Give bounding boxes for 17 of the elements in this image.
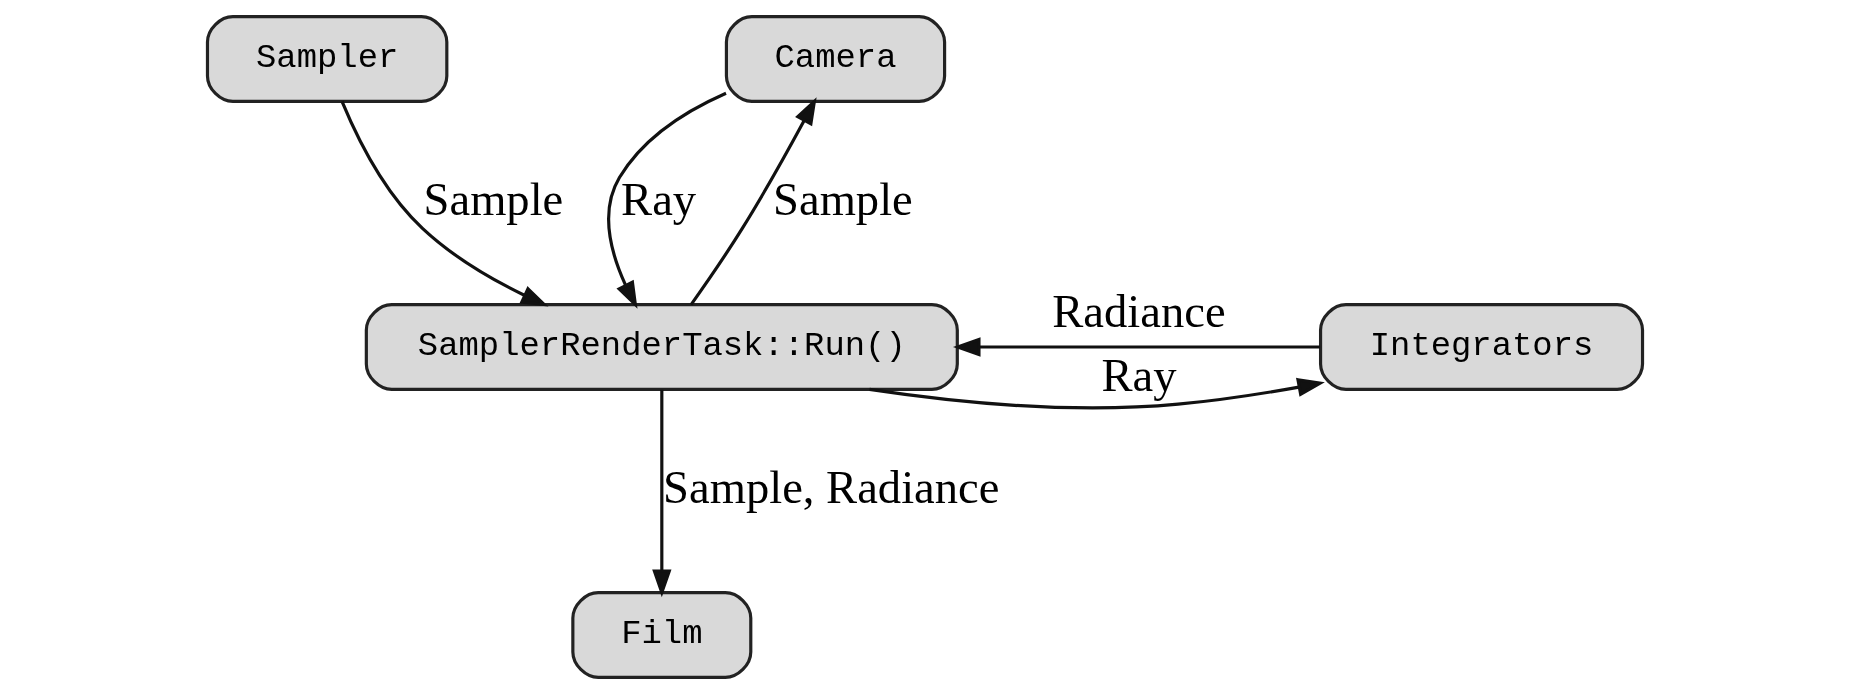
node-box: Camera (724, 15, 946, 103)
arrow (952, 337, 1320, 357)
edge-label: Radiance (1051, 285, 1226, 338)
edge-label: Sample (423, 172, 563, 225)
arrow (340, 100, 548, 307)
node-box: Integrators (1318, 303, 1644, 391)
node-box: Film (570, 591, 752, 679)
edge-label: Sample (772, 172, 913, 225)
arrow (868, 377, 1325, 410)
edge-label: Ray (1100, 348, 1176, 401)
arrow (651, 389, 671, 598)
edge-label: Sample, Radiance (662, 460, 999, 513)
node-box: SamplerRenderTask::Run() (364, 303, 959, 391)
arrow (689, 97, 817, 306)
node-box: Sampler (205, 15, 448, 103)
arrow (606, 91, 727, 309)
edge-label: Ray (620, 172, 696, 225)
